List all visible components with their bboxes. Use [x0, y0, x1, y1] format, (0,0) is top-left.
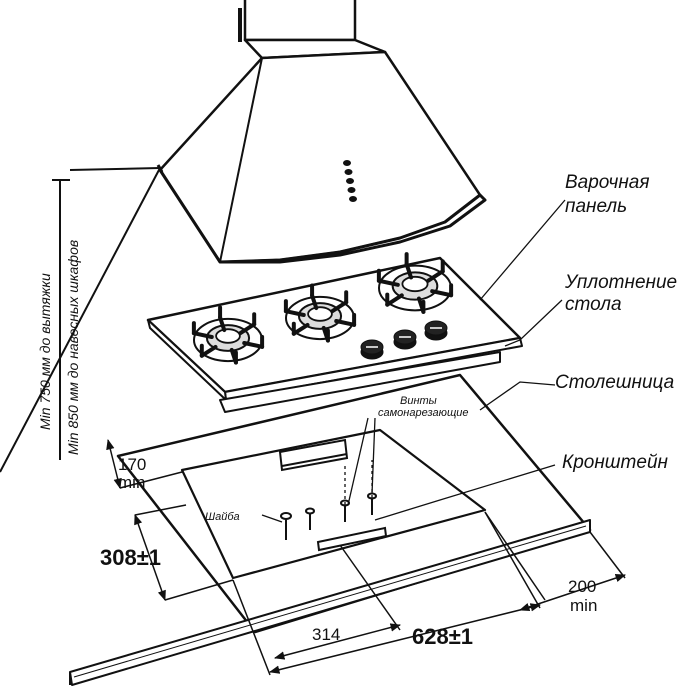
knob-icon [360, 339, 384, 360]
label-countertop: Столешница [555, 372, 674, 393]
dim-back-gap-value: 170 [118, 455, 146, 474]
note-hood-min: Min 750 мм до вытяжки [37, 273, 53, 430]
countertop [69, 373, 592, 686]
label-screws-2: самонарезающие [378, 407, 469, 419]
hood-chimney [243, 0, 357, 42]
dim-half-width: 314 [312, 625, 340, 644]
hood-light-icon [346, 178, 354, 184]
dim-back-gap-unit: min [118, 473, 145, 492]
burner-icon [191, 305, 265, 365]
label-seal-2: стола [565, 294, 622, 315]
hood-light-icon [347, 187, 356, 193]
label-washer: Шайба [205, 511, 240, 523]
control-knobs [360, 320, 448, 360]
burner-icon [283, 283, 357, 343]
hood-light-icon [349, 196, 357, 202]
note-cabinet-min: Min 850 мм до навесных шкафов [65, 240, 81, 455]
gas-hob [146, 252, 523, 413]
bracket-front [316, 526, 388, 552]
wall-lines [0, 167, 161, 473]
dim-depth: 308±1 [100, 545, 161, 570]
label-screws-1: Винты [400, 395, 437, 407]
hood-lights [343, 160, 357, 202]
knob-icon [424, 320, 448, 341]
dim-width: 628±1 [412, 624, 473, 649]
knob-icon [393, 329, 417, 350]
label-hob-1: Варочная [565, 172, 650, 193]
cooker-hood [156, 0, 487, 264]
cutout-opening [180, 428, 487, 580]
burners [191, 252, 454, 365]
leader-lines [261, 199, 566, 523]
label-bracket: Кронштейн [562, 452, 669, 473]
burner-icon [376, 252, 454, 314]
hood-light-icon [344, 169, 353, 175]
label-seal-1: Уплотнение [564, 272, 677, 293]
hob-underbody [219, 351, 501, 413]
label-hob-2: панель [565, 196, 627, 217]
dim-side-gap-unit: min [570, 596, 597, 615]
dimension-lines [106, 438, 626, 676]
hood-light-icon [343, 160, 351, 166]
hood-rim [158, 169, 487, 264]
dim-side-gap-value: 200 [568, 577, 596, 596]
